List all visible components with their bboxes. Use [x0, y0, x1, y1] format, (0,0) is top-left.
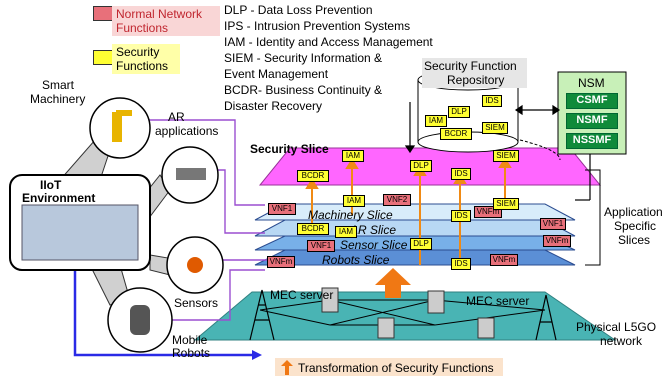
smart-line2: Machinery	[30, 92, 86, 106]
mobile-line2: Robots	[172, 346, 211, 360]
repository-title-line1: Security Function	[424, 59, 517, 73]
sec-row-bcdr: BCDR	[297, 170, 329, 182]
sec-row-dlp: DLP	[410, 160, 432, 172]
smart-line1: Smart	[42, 78, 75, 92]
tower-icon	[249, 289, 557, 341]
mec-left-label: MEC server	[270, 288, 334, 302]
abbr-iam: IAM - Identity and Access Management	[224, 35, 433, 49]
machinery-slice-label: Machinery Slice	[308, 208, 393, 222]
big-orange-arrow	[375, 268, 411, 298]
normal-legend-line2: Functions	[116, 21, 169, 35]
app-slices-line3: Slices	[618, 233, 651, 247]
repo-siem: SIEM	[482, 122, 508, 134]
sec-row-iam: IAM	[342, 150, 364, 162]
nsm-title: NSM	[578, 76, 605, 90]
repository-title-bg	[422, 58, 527, 88]
robots-slice-plane	[254, 249, 576, 266]
security-slice-label: Security Slice	[250, 142, 329, 156]
physical-network-plane	[193, 291, 617, 341]
vnf-machinery-2: VNF2	[383, 194, 411, 206]
normal-legend-bg	[112, 6, 220, 36]
security-legend-line2: Functions	[116, 59, 169, 73]
network-links	[259, 299, 546, 326]
ar-slice-label: AR Slice	[350, 223, 397, 237]
nsmf-box: NSMF	[566, 113, 618, 129]
sensors-label: Sensors	[174, 296, 219, 310]
ar-line1: AR	[168, 110, 185, 124]
mobile-line1: Mobile	[172, 333, 208, 347]
connector-lines	[404, 102, 591, 201]
mobile-robot-icon	[130, 305, 150, 335]
slice-dlp: DLP	[410, 238, 432, 250]
repo-dlp: DLP	[448, 106, 470, 118]
ar-line2: applications	[155, 124, 219, 138]
server-icon	[321, 287, 495, 339]
abbr-siem: SIEM - Security Information &	[224, 51, 383, 65]
slice-ids-1: IDS	[451, 210, 471, 222]
dotted-link	[519, 139, 561, 161]
security-legend-bg	[112, 44, 180, 74]
iiot-arrow-head	[252, 350, 262, 360]
abbr-ips: IPS - Intrusion Prevention Systems	[224, 19, 411, 33]
iiot-line2: Environment	[22, 191, 96, 205]
vnf-robots-m: VNFm	[267, 256, 295, 268]
robot-arm-icon	[112, 110, 132, 142]
repository-title-line2: Repository	[447, 73, 505, 87]
security-legend-line1: Security	[116, 45, 160, 59]
sec-row-ids: IDS	[451, 168, 471, 180]
abbr-bcdr: BCDR- Business Continuity &	[224, 83, 383, 97]
sensor-slice-label: Sensor Slice	[340, 238, 408, 252]
sec-row-siem: SIEM	[493, 150, 519, 162]
vnf-ar-1: VNF1	[540, 218, 566, 230]
repo-iam: IAM	[425, 115, 447, 127]
orange-arrow-icon	[281, 360, 293, 375]
iiot-network-link	[73, 260, 255, 357]
abbreviation-list: DLP - Data Loss Prevention IPS - Intrusi…	[224, 2, 433, 114]
slice-iam-1: IAM	[343, 195, 365, 207]
vnf-machinery-1: VNF1	[268, 203, 296, 215]
app-slices-line1: Application	[604, 205, 663, 219]
iiot-line1: IIoT	[40, 178, 62, 192]
abbr-dlp: DLP - Data Loss Prevention	[224, 3, 373, 17]
factory-image	[21, 204, 139, 261]
abbr-bcdr-cont: Disaster Recovery	[224, 99, 323, 113]
slice-bcdr: BCDR	[297, 223, 329, 235]
repo-bcdr: BCDR	[440, 128, 472, 140]
slice-ids-2: IDS	[451, 258, 471, 270]
machinery-slice-plane	[254, 203, 576, 221]
app-slices-line2: Specific	[614, 219, 657, 233]
repo-ids: IDS	[482, 95, 502, 107]
mec-right-label: MEC server	[466, 294, 530, 308]
robots-slice-label: Robots Slice	[322, 253, 390, 267]
ar-app-icon	[176, 168, 206, 180]
physical-line2: network	[600, 334, 643, 348]
slices-bracket	[585, 169, 601, 266]
footer-text: Transformation of Security Functions	[298, 361, 494, 375]
abbr-siem-cont: Event Management	[224, 67, 329, 81]
vnf-ar-m: VNFm	[543, 235, 571, 247]
footer-bg	[275, 358, 503, 376]
normal-legend-line1: Normal Network	[116, 7, 203, 21]
vnf-sensor-1: VNF1	[307, 240, 335, 252]
slice-siem: SIEM	[493, 198, 519, 210]
sensor-icon	[187, 257, 203, 273]
slice-iam-2: IAM	[335, 226, 357, 238]
vnf-robots-m2: VNFm	[490, 254, 518, 266]
physical-line1: Physical L5GO	[576, 320, 657, 334]
nssmf-box: NSSMF	[566, 133, 618, 149]
csmf-box: CSMF	[566, 93, 618, 109]
